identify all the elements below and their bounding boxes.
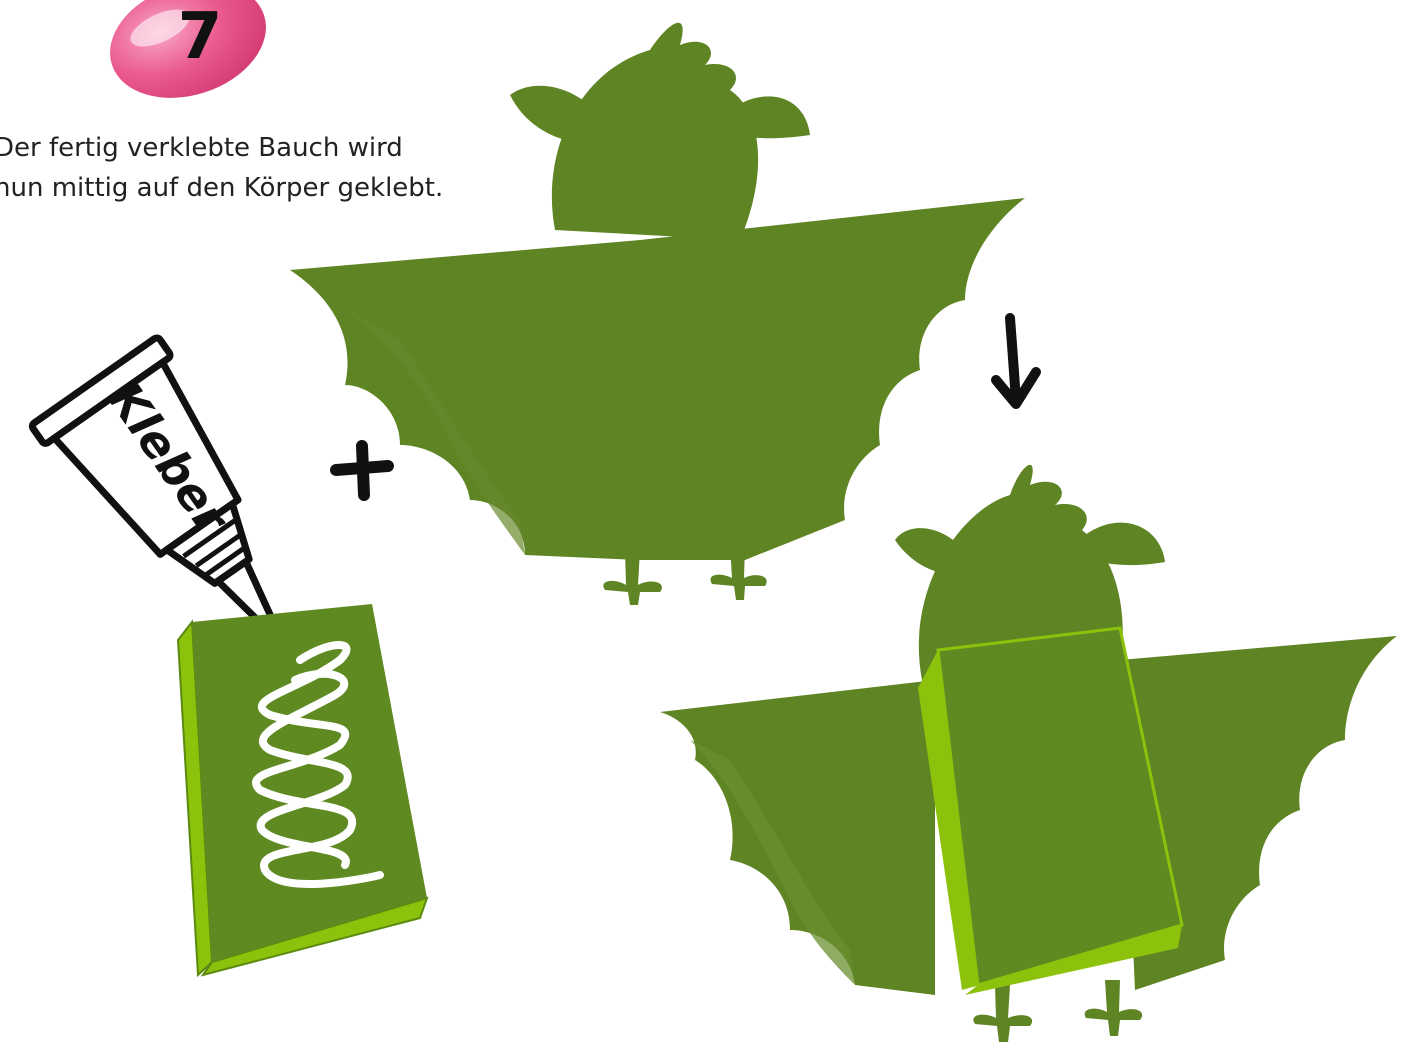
bat-assembled: [660, 465, 1397, 1042]
bat-assembled-right-foot: [1085, 980, 1142, 1036]
plus-sign: [336, 446, 388, 495]
bat-left-wing: [290, 240, 640, 560]
down-arrow-icon: [996, 318, 1036, 404]
bat-assembled-left-wing: [660, 680, 935, 995]
bat-body-plain: [290, 23, 1025, 605]
belly-box-with-glue: [178, 604, 427, 975]
bat-right-wing: [640, 198, 1025, 560]
bat-assembled-right-ear: [1080, 523, 1165, 565]
bat-assembled-left-foot: [973, 985, 1032, 1042]
